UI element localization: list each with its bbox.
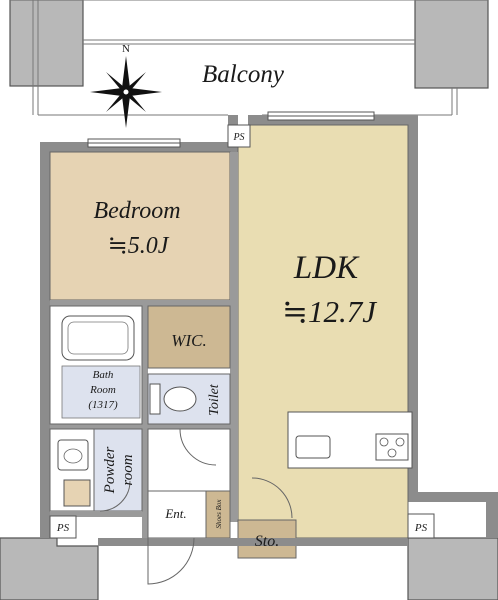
- ps-box-top: [227, 124, 251, 148]
- bath-label-line3: (1317): [88, 399, 118, 411]
- bath-floor: [61, 365, 141, 419]
- stove-icon: [375, 433, 409, 461]
- toilet-room: [147, 373, 231, 425]
- doors: [99, 428, 293, 585]
- compass-north-label: N: [122, 43, 130, 55]
- wic-room: [147, 305, 231, 369]
- pillar-bottom-right: [407, 537, 498, 600]
- washbasin: [57, 439, 89, 471]
- toilet-label: Toilet: [207, 383, 222, 415]
- entrance-label: Ent.: [164, 506, 186, 521]
- bath-label-line1: Bath: [93, 369, 114, 381]
- bedroom-area: ≒5.0J: [108, 233, 170, 259]
- ps-box-right: [407, 513, 435, 539]
- bath-label-line2: Room: [89, 384, 116, 396]
- ldk-name: LDK: [293, 250, 360, 286]
- sink-icon: [295, 435, 331, 459]
- powder-label-line1: Powder: [102, 447, 118, 495]
- ps-box-left: [49, 515, 77, 539]
- toilet-tank: [149, 383, 161, 415]
- bathtub: [61, 315, 135, 361]
- ps-label-top: PS: [232, 132, 244, 143]
- corridor: [147, 428, 231, 492]
- kitchen-counter: [287, 411, 413, 469]
- balcony-outline: [10, 0, 488, 116]
- powder-room: [93, 428, 143, 512]
- bedroom-room: [49, 151, 231, 301]
- ps-label-right: PS: [414, 522, 428, 534]
- storage-label: Sto.: [255, 533, 279, 550]
- bottom-wall: [98, 538, 408, 546]
- powder-label-line2: room: [120, 454, 136, 485]
- ldk-room: [237, 124, 409, 539]
- toilet-bowl: [163, 386, 197, 412]
- shoes-box-label: Shoes Box: [215, 499, 223, 529]
- windows: [87, 111, 375, 148]
- balcony-label: Balcony: [202, 61, 285, 88]
- pillar-bottom-left: [0, 537, 99, 600]
- pillar-top-right: [414, 0, 489, 89]
- pillar-top-left: [9, 0, 84, 87]
- ps-label-left: PS: [56, 522, 70, 534]
- wic-label: WIC.: [171, 331, 206, 350]
- ldk-area: ≒12.7J: [282, 294, 377, 329]
- bedroom-name: Bedroom: [93, 198, 180, 224]
- compass-rose-icon: [90, 56, 162, 128]
- washing-machine-pan: [63, 479, 91, 507]
- partition-walls: [50, 152, 238, 538]
- shoes-box: [205, 490, 231, 539]
